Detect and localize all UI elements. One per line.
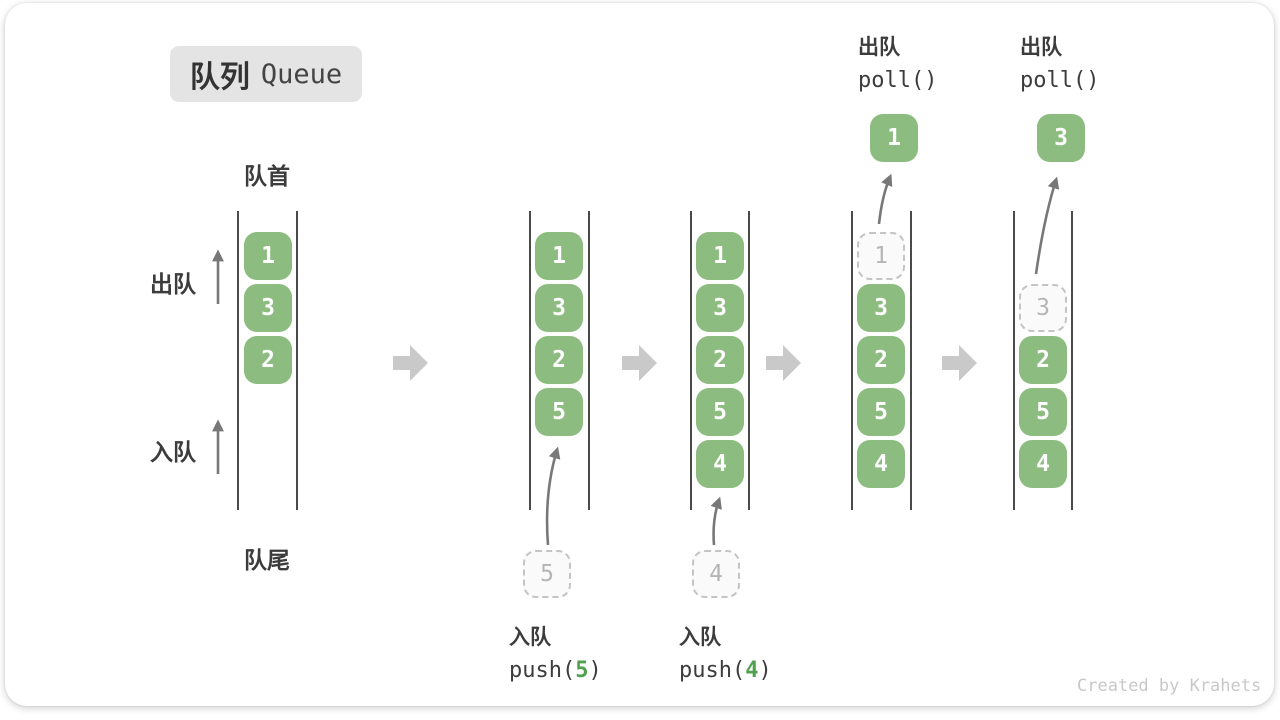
- enqueue-op-1-code: push(5): [509, 658, 602, 683]
- queue-cell: 1: [696, 232, 744, 280]
- queue-rail: [1071, 211, 1073, 510]
- watermark: Created by Krahets: [1077, 676, 1262, 696]
- queue-cell: 3: [535, 284, 583, 332]
- state-transition-arrow-2: [622, 345, 657, 381]
- dequeue-op-1: 出队 poll(): [858, 31, 937, 93]
- queue-cell: 4: [857, 440, 905, 488]
- push-5-arrow: [545, 446, 561, 546]
- queue-cell: 2: [535, 336, 583, 384]
- enqueue-side-label: 入队: [150, 439, 196, 465]
- queue-cell: 3: [857, 284, 905, 332]
- queue-cell: 4: [696, 440, 744, 488]
- dequeue-op-2: 出队 poll(): [1020, 31, 1099, 93]
- dequeue-op-1-code: poll(): [858, 68, 938, 93]
- enqueue-op-1-label: 入队: [509, 626, 551, 649]
- queue-cell: 5: [535, 388, 583, 436]
- queue-rail: [237, 211, 239, 510]
- queue-rail: [1013, 211, 1015, 510]
- queue-rail: [588, 211, 590, 510]
- enqueue-op-1: 入队 push(5): [509, 621, 602, 683]
- queue-cell: 5: [1019, 388, 1067, 436]
- queue-cell: 5: [857, 388, 905, 436]
- code-end: ): [758, 658, 772, 683]
- title-zh: 队列: [189, 61, 250, 94]
- push-4-arrow: [710, 496, 722, 546]
- queue-cell: 4: [1019, 440, 1067, 488]
- queue-rail: [851, 211, 853, 510]
- queue-cell-ghost: 1: [857, 232, 905, 280]
- title-en: Queue: [260, 58, 343, 90]
- queue-rail: [529, 211, 531, 510]
- queue-cell: 2: [696, 336, 744, 384]
- enqueue-op-2-code: push(4): [679, 658, 772, 683]
- poll-1-arrow: [877, 173, 893, 225]
- poll-3-arrow: [1034, 176, 1060, 275]
- state-transition-arrow-3: [766, 345, 801, 381]
- state-transition-arrow-1: [393, 345, 428, 381]
- code-end: ): [588, 658, 602, 683]
- dequeue-op-2-label: 出队: [1020, 36, 1062, 59]
- queue-cell: 1: [535, 232, 583, 280]
- title-badge: 队列 Queue: [170, 46, 362, 102]
- queue-cell: 2: [1019, 336, 1067, 384]
- code-fn: push(: [679, 658, 746, 683]
- dequeue-op-2-code: poll(): [1020, 68, 1100, 93]
- polled-cell: 3: [1037, 114, 1085, 162]
- queue-cell: 2: [244, 336, 292, 384]
- dequeue-side-label: 出队: [150, 271, 196, 297]
- code-arg: 4: [745, 658, 759, 683]
- queue-rail: [910, 211, 912, 510]
- queue-cell: 5: [696, 388, 744, 436]
- staged-cell: 4: [692, 550, 740, 598]
- queue-front-label: 队首: [244, 163, 290, 189]
- queue-rear-label: 队尾: [244, 547, 290, 573]
- queue-rail: [748, 211, 750, 510]
- queue-rail: [690, 211, 692, 510]
- enqueue-op-2: 入队 push(4): [679, 621, 772, 683]
- queue-cell: 2: [857, 336, 905, 384]
- queue-rail: [296, 211, 298, 510]
- queue-cell: 3: [696, 284, 744, 332]
- queue-cell: 1: [244, 232, 292, 280]
- staged-cell: 5: [523, 550, 571, 598]
- queue-cell: 3: [244, 284, 292, 332]
- polled-cell: 1: [870, 114, 918, 162]
- enqueue-op-2-label: 入队: [679, 626, 721, 649]
- code-arg: 5: [575, 658, 589, 683]
- dequeue-op-1-label: 出队: [858, 36, 900, 59]
- code-fn: push(: [509, 658, 576, 683]
- state-transition-arrow-4: [942, 345, 977, 381]
- queue-cell-ghost: 3: [1019, 284, 1067, 332]
